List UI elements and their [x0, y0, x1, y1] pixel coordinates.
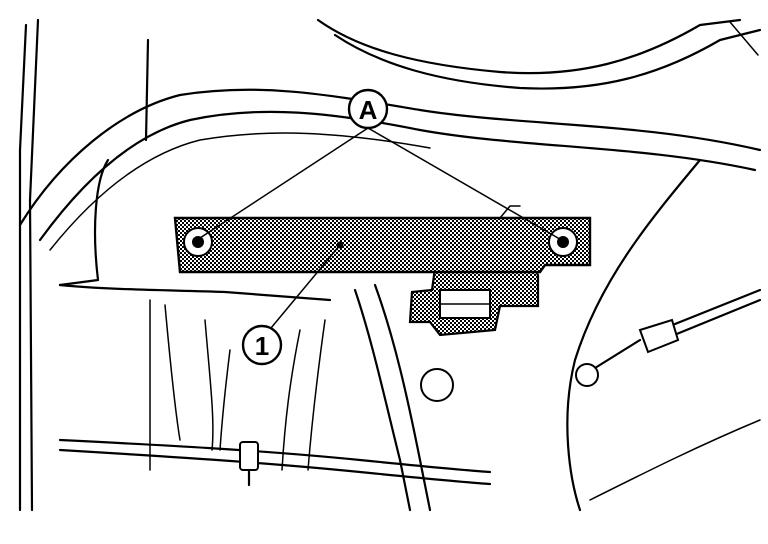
bracket-strut-1: [353, 288, 412, 512]
module-body: [173, 216, 592, 274]
leader-1-dot: [336, 241, 344, 249]
callout-1-group: 1: [241, 241, 344, 366]
bolt-left-center: [192, 236, 204, 248]
callout-a-circle: [347, 88, 389, 130]
roof-contour-1: [316, 18, 742, 75]
bracket-strut-2: [373, 283, 432, 512]
cable-ball-end: [575, 363, 599, 387]
lower-rail-top: [58, 438, 492, 474]
callout-1-label: 1: [255, 331, 269, 361]
inner-frame-ledge: [58, 283, 332, 302]
pillar-edge-outer: [18, 23, 28, 512]
roof-contour-end: [729, 21, 759, 56]
bracket-strut-3: [281, 329, 301, 471]
leader-a-left: [199, 127, 369, 239]
callout-a-group: A: [199, 88, 559, 239]
leader-1: [270, 244, 341, 329]
panel-vertical-edge: [144, 38, 150, 142]
inner-frame-left: [58, 158, 110, 287]
bolt-right-center: [557, 236, 569, 248]
cable-line: [658, 288, 762, 342]
roof-contour-2: [333, 28, 762, 90]
bracket-strut-4: [307, 319, 326, 471]
connector: [408, 260, 540, 337]
harness-clip-icon: [239, 441, 259, 471]
pillar-edge-inner: [28, 18, 40, 512]
cable-rod: [593, 338, 642, 370]
cable-end-fitting: [638, 318, 680, 354]
inner-frame-post-3: [204, 319, 214, 451]
upper-body-curve-third: [49, 132, 431, 251]
upper-body-curve-inner: [38, 110, 757, 242]
inner-frame-post-2: [164, 304, 181, 441]
callout-1-circle: [241, 324, 283, 366]
cable-assembly: [575, 288, 762, 387]
module-unit: [173, 205, 592, 274]
right-panel-lower: [589, 419, 761, 501]
right-panel-curve: [566, 158, 702, 512]
module-top-edge: [214, 205, 521, 219]
harness-line: [219, 349, 231, 451]
leader-a-right: [367, 127, 559, 239]
upper-body-curve-outer: [18, 88, 762, 227]
callout-a-label: A: [359, 95, 378, 125]
access-hole: [420, 368, 454, 402]
body-panel-outlines: [18, 18, 762, 512]
lower-rail-bottom: [58, 448, 492, 486]
